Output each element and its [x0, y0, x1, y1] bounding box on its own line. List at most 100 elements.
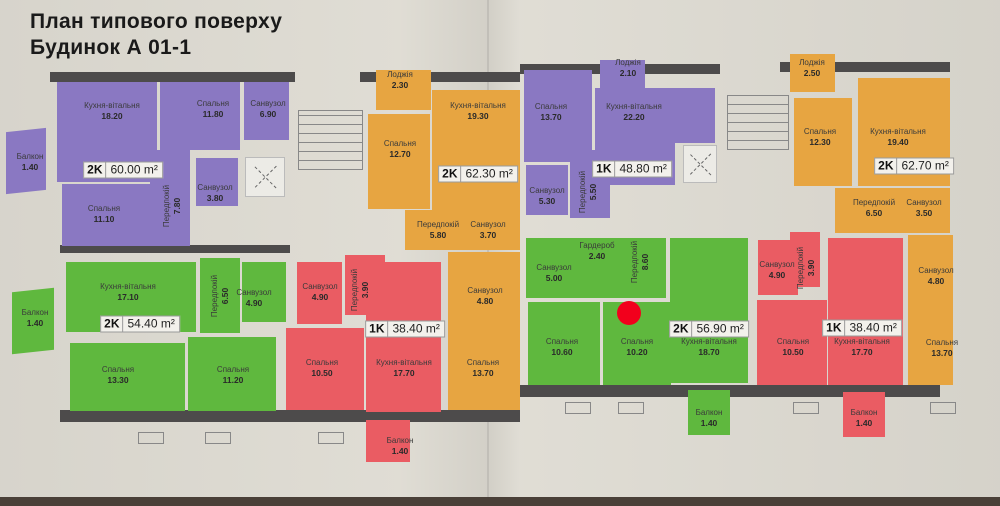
- apt1-bedroom2: [62, 184, 150, 246]
- window-icon: [565, 402, 591, 414]
- window-icon: [618, 402, 644, 414]
- apt4-lower: [908, 235, 953, 385]
- staircase: [727, 95, 789, 150]
- selected-location-marker[interactable]: [617, 301, 641, 325]
- apt5-bath: [242, 262, 286, 322]
- apt2-kitchen: [432, 90, 520, 210]
- staircase: [298, 110, 363, 170]
- apt8-bedroom: [757, 300, 827, 385]
- apt3-kitchen: [595, 88, 715, 143]
- apt4-loggia: [790, 54, 835, 92]
- vent-shaft: [245, 157, 285, 197]
- apt6-bath: [297, 262, 342, 324]
- window-icon: [930, 402, 956, 414]
- apt7-kitchen: [670, 238, 748, 383]
- apt3-bath: [526, 165, 568, 215]
- wall: [50, 72, 295, 82]
- apt7-bedroom: [528, 302, 600, 385]
- apt2-loggia: [376, 70, 431, 110]
- plan-title: План типового поверху: [30, 10, 283, 33]
- apt6-balcony: [366, 420, 410, 462]
- apt5-bedroom: [70, 343, 185, 411]
- vent-shaft: [683, 145, 717, 183]
- apt1-bedroom: [160, 82, 240, 150]
- apt7-hall: [526, 238, 666, 298]
- apt3-bedroom: [524, 70, 592, 162]
- apt6-bedroom: [286, 328, 364, 410]
- apt8-balcony: [843, 392, 885, 437]
- apt5-bedroom2: [188, 337, 276, 411]
- apt4-bedroom: [794, 98, 852, 186]
- apt2-lower: [448, 252, 520, 410]
- window-icon: [793, 402, 819, 414]
- apt8-kitchen: [828, 238, 903, 385]
- window-icon: [138, 432, 164, 444]
- apt7-balcony: [688, 390, 730, 435]
- apt4-hall: [835, 188, 950, 233]
- apt3-loggia: [600, 60, 645, 88]
- wall: [60, 410, 520, 422]
- apt1-bath2: [196, 158, 238, 206]
- wall: [60, 245, 290, 253]
- wall: [360, 72, 520, 82]
- window-icon: [318, 432, 344, 444]
- apt2-hall: [405, 210, 520, 250]
- apt1-bath: [244, 82, 289, 140]
- wall: [780, 62, 950, 72]
- apt2-bedroom: [368, 114, 430, 209]
